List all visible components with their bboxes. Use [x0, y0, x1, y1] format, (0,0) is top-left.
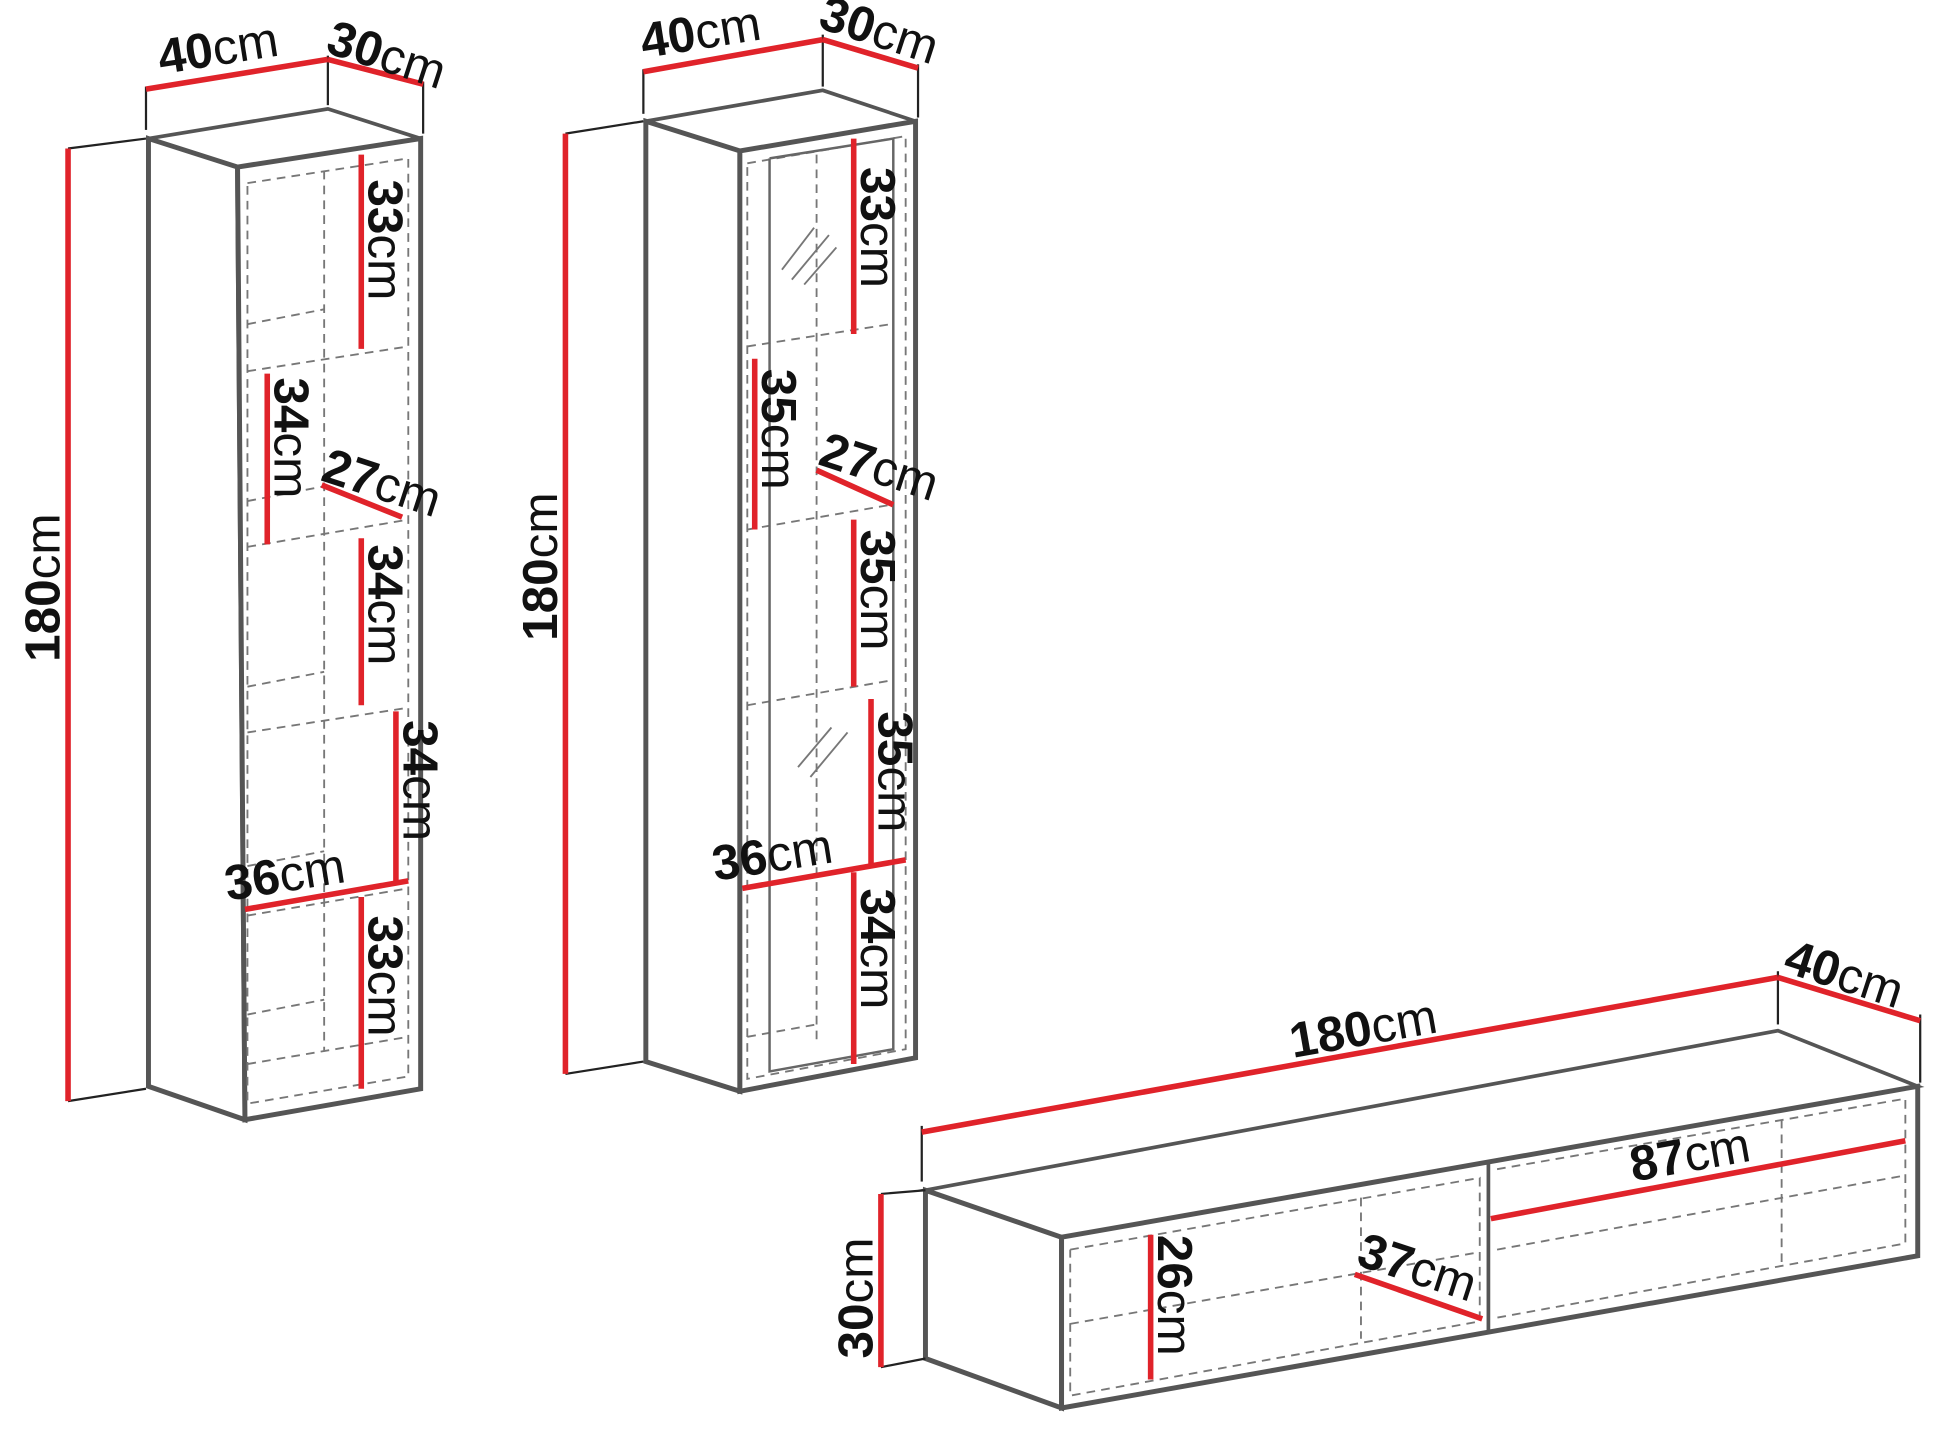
shelf-3-label: 34cm — [358, 544, 413, 665]
shelf-1-label: 33cm — [358, 179, 413, 300]
depth-label: 30cm — [813, 0, 945, 75]
compartment-width-label: 87cm — [1626, 1117, 1755, 1192]
inner-width-label: 36cm — [221, 838, 349, 911]
cabinet-side — [643, 117, 743, 1095]
glass-reflection-icon — [781, 227, 849, 778]
width-label: 180cm — [1285, 989, 1441, 1069]
tv-unit: 180cm 40cm 87cm 30cm 26cm 37cm — [828, 929, 1925, 1412]
inner-width-label: 36cm — [708, 819, 836, 892]
shelf-outlines — [246, 157, 410, 1105]
inner-height-label: 26cm — [1147, 1235, 1202, 1356]
depth-label: 30cm — [321, 10, 453, 100]
width-label: 40cm — [154, 12, 282, 85]
tall-cabinet-glass: 40cm 30cm 180cm 33cm 35cm 27cm 35cm 35cm… — [513, 0, 945, 1095]
cabinet-side — [145, 135, 248, 1124]
shelf-3-label: 35cm — [850, 530, 905, 651]
tall-cabinet-open: 40cm 30cm 180cm 33cm 34cm 27cm 34cm 34cm… — [15, 10, 453, 1124]
shelf-1-label: 33cm — [850, 167, 905, 288]
depth-label: 40cm — [1778, 929, 1910, 1019]
width-label: 40cm — [636, 0, 764, 69]
shelf-4-label: 35cm — [867, 711, 922, 832]
shelf-5-label: 34cm — [850, 888, 905, 1009]
height-label: 30cm — [828, 1238, 883, 1359]
shelf-2-label: 35cm — [751, 369, 806, 490]
shelf-2-label: 34cm — [264, 377, 319, 498]
height-label: 180cm — [15, 513, 70, 662]
shelf-5-label: 33cm — [358, 916, 413, 1037]
height-label: 180cm — [513, 492, 568, 641]
shelf-4-label: 34cm — [392, 720, 447, 841]
cabinet-front — [235, 135, 424, 1123]
